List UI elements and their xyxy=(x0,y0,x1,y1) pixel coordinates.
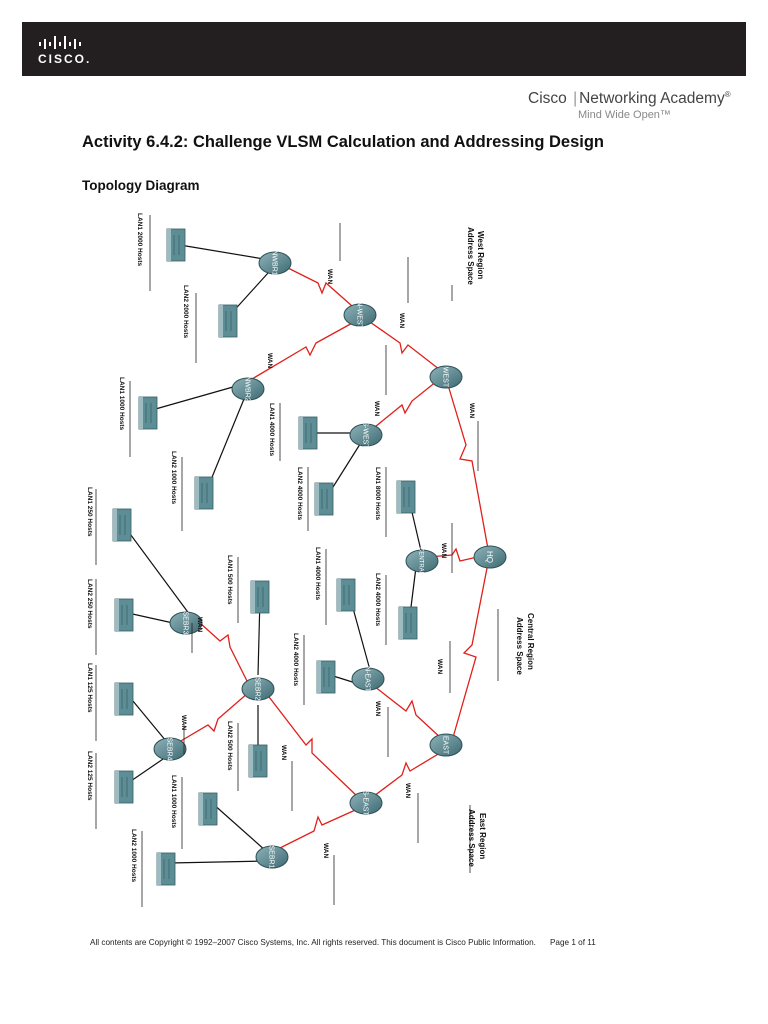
page-number: Page 1 of 11 xyxy=(549,938,596,947)
cisco-bridge-logo-icon xyxy=(39,36,81,49)
region-east-line1: East Region xyxy=(478,813,487,859)
lan-label: LAN1 250 Hosts xyxy=(86,487,93,537)
switch-icon xyxy=(114,598,134,632)
topology-diagram: NWBR1 N-WEST WEST NWBR2 S-WEST CENTRAL H… xyxy=(86,213,535,907)
section-heading: Topology Diagram xyxy=(82,178,200,193)
router-label-sebr3: SEBR3 xyxy=(182,612,189,635)
region-central-line2: Address Space xyxy=(515,617,524,675)
wan-label: WAN xyxy=(326,269,333,284)
lan-label: LAN2 250 Hosts xyxy=(86,579,93,629)
switch-icon xyxy=(314,482,334,516)
lan-label: LAN2 2000 Hosts xyxy=(182,285,189,338)
cisco-header-bar xyxy=(22,22,746,76)
wan-label: WAN xyxy=(373,401,380,416)
lan-label: LAN1 4000 Hosts xyxy=(268,403,275,456)
lan-label: LAN1 8000 Hosts xyxy=(374,467,381,520)
router-label-west: WEST xyxy=(442,367,449,388)
wan-label: WAN xyxy=(440,543,447,558)
lan-label: LAN1 4000 Hosts xyxy=(314,547,321,600)
routers: NWBR1 N-WEST WEST NWBR2 S-WEST CENTRAL H… xyxy=(153,250,507,869)
router-label-sebr1: SEBR1 xyxy=(268,846,275,869)
lan-labels: LAN1 2000 Hosts LAN2 2000 Hosts LAN1 100… xyxy=(86,213,381,882)
copyright-text: All contents are Copyright © 1992–2007 C… xyxy=(90,938,536,947)
wan-label: WAN xyxy=(196,617,203,632)
region-west-line2: Address Space xyxy=(466,227,475,285)
lan-label: LAN2 1000 Hosts xyxy=(170,451,177,504)
router-label-central: CENTRAL xyxy=(418,547,424,576)
switch-icon xyxy=(112,508,132,542)
switch-icon xyxy=(114,770,134,804)
router-label-sebr2: SEBR2 xyxy=(254,678,261,701)
region-labels: West Region Address Space Central Region… xyxy=(466,227,535,867)
cisco-wordmark: CISCO. xyxy=(38,52,92,66)
lan-label: LAN2 1000 Hosts xyxy=(130,829,137,882)
switch-icon xyxy=(336,578,356,612)
wan-label: WAN xyxy=(180,715,187,730)
lan-label: LAN2 4000 Hosts xyxy=(292,633,299,686)
switch-icon xyxy=(298,416,318,450)
wan-label: WAN xyxy=(398,313,405,328)
switch-icon xyxy=(316,660,336,694)
wan-label: WAN xyxy=(404,783,411,798)
lan-label: LAN2 4000 Hosts xyxy=(374,573,381,626)
switch-icon xyxy=(198,792,218,826)
lan-label: LAN1 1000 Hosts xyxy=(170,775,177,828)
lan-links xyxy=(124,244,423,864)
router-label-nwbr1: NWBR1 xyxy=(271,250,278,275)
router-label-nwbr2: NWBR2 xyxy=(244,376,251,401)
region-east-line2: Address Space xyxy=(467,809,476,867)
switch-icon xyxy=(396,480,416,514)
registered-mark: ® xyxy=(724,90,731,99)
wan-label: WAN xyxy=(322,843,329,858)
academy-tagline: Mind Wide Open™ xyxy=(578,109,671,121)
switch-icon xyxy=(138,396,158,430)
switch-icon xyxy=(398,606,418,640)
page-title: Activity 6.4.2: Challenge VLSM Calculati… xyxy=(82,133,604,151)
switch-icon xyxy=(248,744,268,778)
switch-icon xyxy=(156,852,176,886)
router-label-neast: N-EAST xyxy=(364,666,371,692)
lan-label: LAN1 125 Hosts xyxy=(86,663,93,713)
lan-label: LAN1 1000 Hosts xyxy=(118,377,125,430)
router-label-east: EAST xyxy=(442,736,449,755)
lan-label: LAN1 500 Hosts xyxy=(226,555,233,605)
academy-separator: | xyxy=(573,90,578,108)
lan-label: LAN1 2000 Hosts xyxy=(136,213,143,266)
academy-subname: Networking Academy xyxy=(579,90,725,108)
switch-icon xyxy=(114,682,134,716)
answer-lines xyxy=(95,215,499,907)
region-central-line1: Central Region xyxy=(526,613,535,670)
router-label-swest: S-WEST xyxy=(362,421,369,449)
switch-icon xyxy=(218,304,238,338)
router-label-seast: S-EAST xyxy=(362,790,369,816)
wan-label: WAN xyxy=(374,701,381,716)
page-footer: All contents are Copyright © 1992–2007 C… xyxy=(90,938,596,947)
academy-logo: Cisco |Networking Academy® xyxy=(528,90,731,108)
region-west-line1: West Region xyxy=(476,231,485,279)
wan-label: WAN xyxy=(266,353,273,368)
switch-icon xyxy=(166,228,186,262)
router-label-nwest: N-WEST xyxy=(356,301,363,329)
switch-icon xyxy=(194,476,214,510)
router-label-sebr4: SEBR4 xyxy=(166,738,173,761)
router-label-hq: HQ xyxy=(485,551,494,563)
academy-brand: Cisco xyxy=(528,90,567,108)
lan-label: LAN2 4000 Hosts xyxy=(296,467,303,520)
lan-label: LAN2 500 Hosts xyxy=(226,721,233,771)
wan-label: WAN xyxy=(280,745,287,760)
wan-label: WAN xyxy=(468,403,475,418)
wan-label: WAN xyxy=(436,659,443,674)
lan-label: LAN2 125 Hosts xyxy=(86,751,93,801)
switch-icon xyxy=(250,580,270,614)
wan-labels: WAN WAN WAN WAN WAN WAN WAN WAN WAN WAN … xyxy=(180,269,475,858)
switches xyxy=(112,228,418,886)
wan-links xyxy=(173,264,489,852)
